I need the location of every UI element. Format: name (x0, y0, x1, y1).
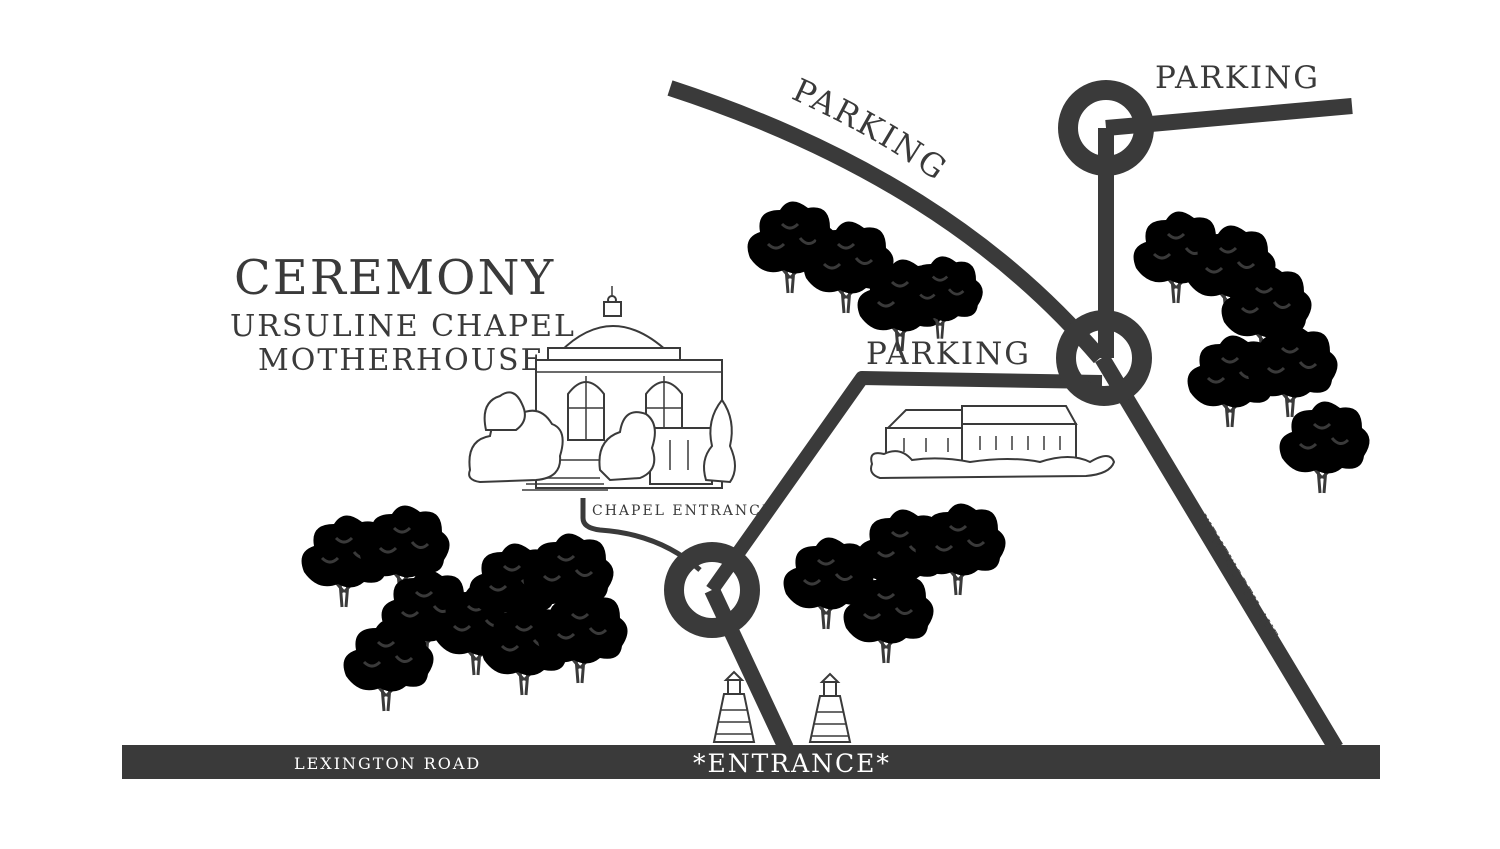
tree-cluster-icon (782, 501, 1008, 665)
chapel-illustration (468, 286, 736, 491)
lexington-road-label: LEXINGTON ROAD (294, 754, 481, 773)
ceremony-title: CEREMONY (234, 250, 555, 306)
roundabout-icon (1056, 310, 1152, 406)
lexington-road (122, 745, 1380, 779)
tree-cluster-icon (300, 503, 630, 713)
gate-pillar-icon (712, 670, 756, 743)
roads (122, 80, 1380, 779)
tree-cluster-icon (1132, 209, 1372, 495)
roundabouts (664, 80, 1154, 638)
roundabout-icon (664, 542, 760, 638)
parking-top-right-label: PARKING (1155, 60, 1320, 96)
roundabout-icon (1058, 80, 1154, 176)
main-entrance-label: *ENTRANCE* (693, 749, 891, 778)
venue-name-line2: MOTHERHOUSE (258, 343, 544, 378)
building-illustration (870, 405, 1116, 480)
gate-pillar-icon (808, 672, 852, 743)
parking-center-label: PARKING (866, 336, 1031, 372)
venue-name-line1: URSULINE CHAPEL (230, 309, 576, 344)
wentworth-ave-label: WENTWORTH AVE (1195, 512, 1281, 643)
center-parking-road (706, 371, 1103, 595)
curved-parking-road (667, 80, 1107, 364)
chapel-entrance-path (580, 498, 702, 572)
wentworth-ave-road (1095, 353, 1343, 753)
chapel-entrance-label: CHAPEL ENTRANCE (592, 503, 774, 519)
